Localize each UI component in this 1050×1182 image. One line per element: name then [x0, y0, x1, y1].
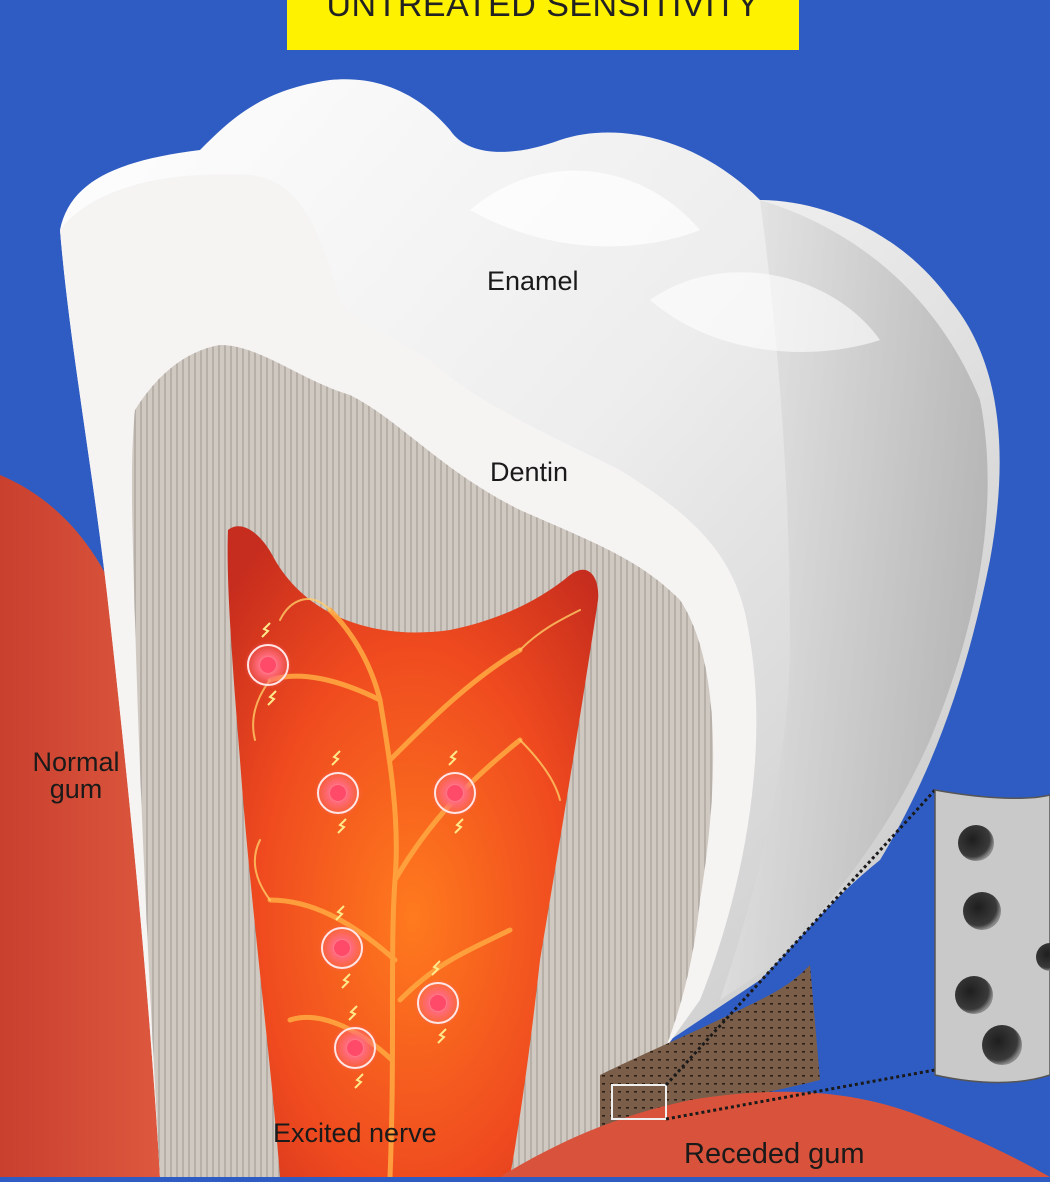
label-normal-gum-line1: Normal — [22, 749, 130, 776]
label-normal-gum-line2: gum — [22, 776, 130, 803]
label-normal-gum: Normal gum — [22, 749, 130, 803]
label-receded-gum: Receded gum — [684, 1138, 865, 1171]
tubule-inset — [935, 790, 1050, 1083]
title-text: UNTREATED SENSITIVITY — [326, 0, 759, 24]
tubule-opening — [955, 976, 993, 1014]
label-dentin: Dentin — [490, 457, 568, 488]
label-enamel: Enamel — [487, 266, 579, 297]
tubule-opening — [963, 892, 1001, 930]
tubule-opening — [982, 1025, 1022, 1065]
title-banner: UNTREATED SENSITIVITY — [287, 0, 799, 50]
label-excited-nerve: Excited nerve — [273, 1118, 437, 1149]
tubule-opening — [958, 825, 994, 861]
